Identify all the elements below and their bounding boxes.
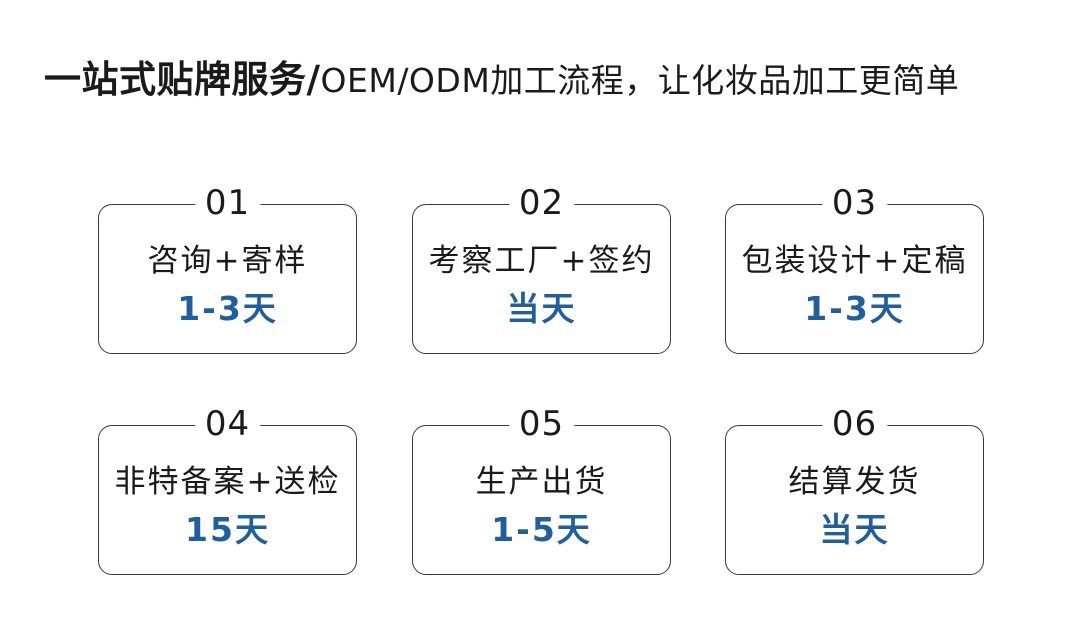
step-card-04: 04 非特备案+送检 15天 — [98, 404, 357, 575]
step-card-05: 05 生产出货 1-5天 — [412, 404, 671, 575]
step-duration: 1-3天 — [177, 289, 278, 328]
step-number: 03 — [821, 183, 888, 223]
step-duration: 当天 — [819, 510, 890, 549]
step-number: 06 — [821, 404, 888, 444]
step-number: 01 — [194, 183, 261, 223]
step-name: 包装设计+定稿 — [741, 243, 968, 279]
step-number: 05 — [508, 404, 575, 444]
step-card-06: 06 结算发货 当天 — [725, 404, 984, 575]
step-name: 生产出货 — [475, 464, 608, 500]
step-card-03: 03 包装设计+定稿 1-3天 — [725, 183, 984, 354]
step-duration: 1-3天 — [804, 289, 905, 328]
step-duration: 当天 — [506, 289, 577, 328]
step-duration: 15天 — [185, 510, 270, 549]
step-name: 考察工厂+签约 — [428, 243, 655, 279]
step-name: 咨询+寄样 — [147, 243, 308, 279]
step-card-01: 01 咨询+寄样 1-3天 — [98, 183, 357, 354]
step-number: 04 — [194, 404, 261, 444]
step-card-02: 02 考察工厂+签约 当天 — [412, 183, 671, 354]
step-duration: 1-5天 — [491, 510, 592, 549]
page-title: 一站式贴牌服务/OEM/ODM加工流程，让化妆品加工更简单 — [44, 52, 1044, 108]
page-title-regular: OEM/ODM加工流程，让化妆品加工更简单 — [320, 61, 960, 100]
page-title-bold: 一站式贴牌服务/ — [44, 58, 321, 101]
step-name: 非特备案+送检 — [114, 464, 341, 500]
step-number: 02 — [508, 183, 575, 223]
step-name: 结算发货 — [788, 464, 921, 500]
